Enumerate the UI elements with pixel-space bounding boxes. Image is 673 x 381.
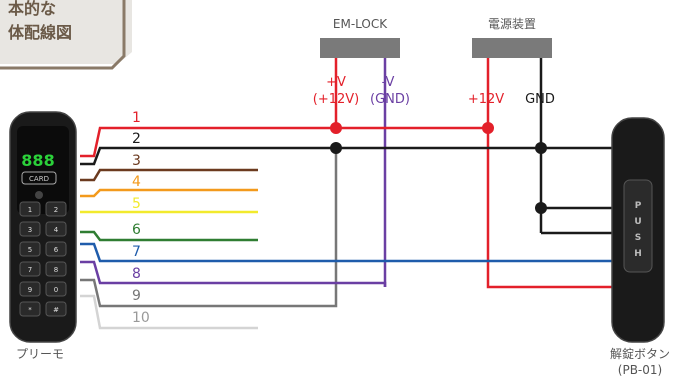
button-caption-2: (PB-01)	[618, 363, 662, 377]
junction-dot	[330, 142, 342, 154]
key-label: 9	[28, 286, 32, 294]
wire-3	[80, 168, 258, 182]
wire-label-4: 4	[132, 174, 141, 190]
power-plus-to-button	[486, 128, 612, 289]
push-letter: S	[635, 233, 641, 243]
wire-8	[80, 260, 387, 287]
card-label: CARD	[29, 175, 49, 183]
key-label: 4	[54, 226, 59, 234]
key-label: #	[53, 306, 59, 314]
wire-6	[80, 230, 258, 242]
wire-label-10: 10	[132, 310, 150, 326]
emlock-box	[320, 38, 400, 58]
power-box	[472, 38, 552, 58]
emlock-plus-label: +V	[326, 75, 346, 90]
key-label: 5	[28, 246, 32, 254]
push-button-device: P U S H	[611, 117, 665, 343]
keypad-logo-icon	[35, 191, 43, 199]
button-caption-1: 解錠ボタン	[610, 346, 670, 361]
wire-label-8: 8	[132, 266, 141, 282]
keypad-display: 888	[21, 151, 54, 170]
power-plus-label: +12V	[468, 92, 504, 107]
wire-label-9: 9	[132, 288, 141, 304]
emlock-title: EM-LOCK	[333, 17, 388, 31]
push-letter: H	[634, 249, 642, 259]
wire-label-6: 6	[132, 222, 141, 238]
key-label: 3	[28, 226, 32, 234]
wire-1	[80, 126, 488, 158]
wire-labels: 1 2 3 4 5 6 7 8 9 10	[132, 110, 150, 326]
junction-dot	[535, 142, 547, 154]
power-title: 電源装置	[488, 17, 536, 31]
key-label: 1	[28, 206, 32, 214]
card-area	[21, 171, 57, 185]
push-letter: P	[635, 201, 642, 211]
wire-label-3: 3	[132, 153, 141, 169]
wire-label-7: 7	[132, 244, 141, 260]
wire-7	[80, 242, 612, 263]
wire-label-5: 5	[132, 196, 141, 212]
title-line-1: 本的な	[8, 0, 56, 18]
emlock-plus-sub: (+12V)	[313, 92, 359, 107]
keypad-keys: 1 2 3 4 5 6 7 8 9 0 * #	[19, 201, 67, 317]
junction-dot	[535, 202, 547, 214]
push-letter: U	[634, 217, 641, 227]
junction-dot	[482, 122, 494, 134]
key-label: 0	[54, 286, 58, 294]
wire-label-1: 1	[132, 110, 141, 126]
emlock-minus-label: -V	[382, 75, 395, 90]
power-gnd-label: GND	[525, 92, 555, 107]
keypad-caption: プリーモ	[16, 347, 64, 361]
wire-10	[80, 294, 258, 330]
junction-dot	[330, 122, 342, 134]
key-label: *	[28, 306, 32, 314]
wire-9	[80, 278, 338, 308]
key-label: 2	[54, 206, 58, 214]
key-label: 6	[54, 246, 59, 254]
title-box: 本的な 体配線図	[0, 0, 132, 70]
wire-2	[80, 146, 612, 166]
key-label: 8	[54, 266, 58, 274]
wire-4	[80, 188, 258, 198]
emlock-minus-sub: (GND)	[370, 92, 410, 107]
title-line-2: 体配線図	[8, 23, 72, 42]
wire-label-2: 2	[132, 131, 141, 147]
keypad-device: 888 CARD 1 2 3 4 5 6 7 8 9 0 *	[9, 111, 77, 343]
key-label: 7	[28, 266, 32, 274]
